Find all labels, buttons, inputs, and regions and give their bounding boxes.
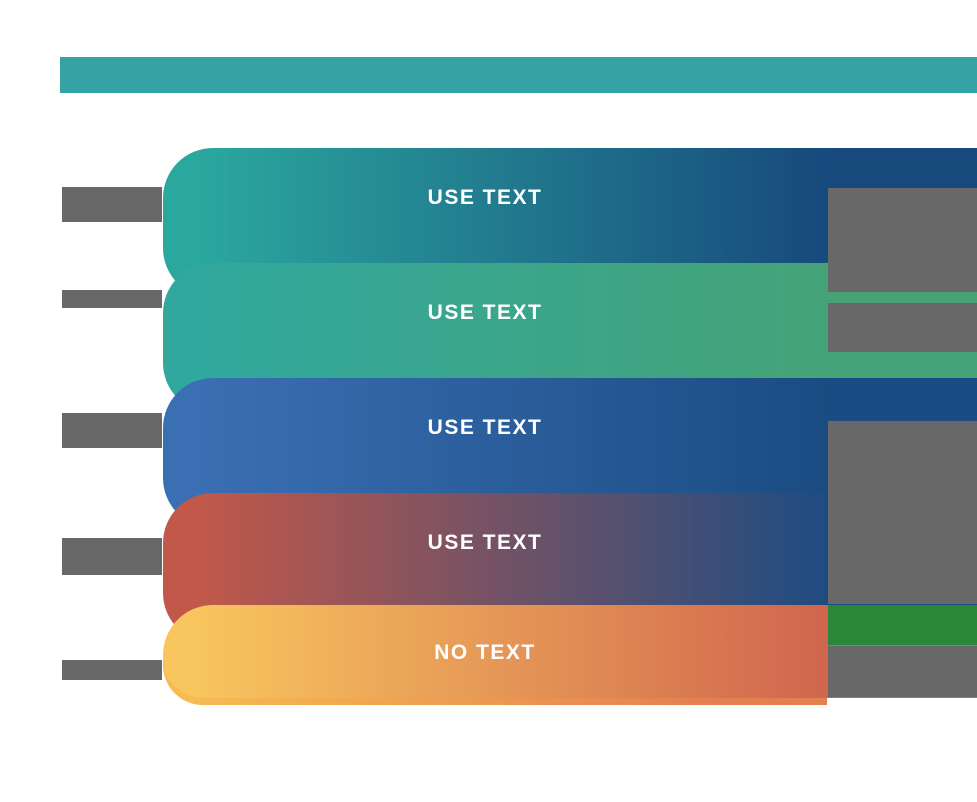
bar-5-label: NO TEXT	[434, 641, 536, 664]
row-5-green-box	[828, 605, 977, 645]
row-3-number-tab	[62, 413, 162, 448]
row-1-text-box	[828, 188, 977, 292]
bar-1-label: USE TEXT	[427, 186, 543, 209]
row-4-number-tab	[62, 538, 162, 575]
title-bar	[60, 57, 977, 93]
row-5-number-tab	[62, 660, 162, 680]
row-2-text-box	[828, 303, 977, 352]
row-1-number-tab	[62, 187, 162, 222]
row-2-number-tab	[62, 290, 162, 308]
bar-3-label: USE TEXT	[427, 416, 543, 439]
bar-4-label: USE TEXT	[427, 531, 543, 554]
bar-2-label: USE TEXT	[427, 301, 543, 324]
row-5-text-box	[828, 646, 977, 697]
row-3-4-text-box	[828, 421, 977, 604]
